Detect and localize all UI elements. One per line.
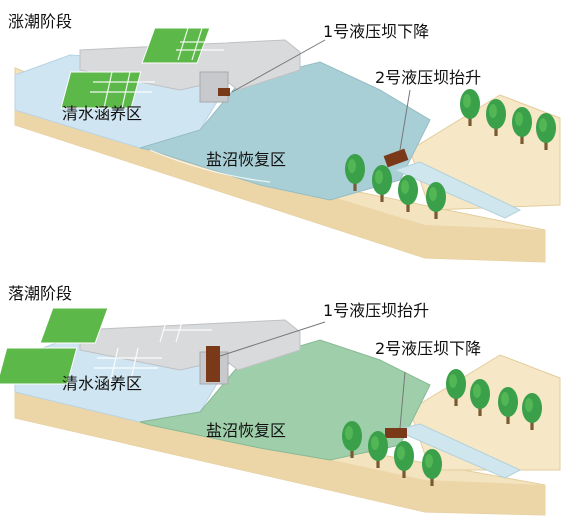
pool-label-ebb: 清水涵养区: [62, 374, 143, 393]
dam-2-leader: [399, 371, 406, 429]
stage-title-ebb: 落潮阶段: [8, 284, 73, 303]
pool-label-flood: 清水涵养区: [62, 104, 143, 123]
dike-gate-wall: [199, 71, 229, 103]
flood-tide-panel: [14, 27, 561, 263]
dam-2-label-ebb: 2号液压坝下降: [375, 339, 482, 358]
dam-2-icon: [385, 428, 407, 438]
crop-grid-left: [0, 347, 78, 385]
crop-grid-top-left: [39, 307, 109, 344]
marsh-label-flood: 盐沼恢复区: [206, 150, 287, 169]
dam-2-icon: [383, 148, 409, 168]
dam-1-leader: [231, 39, 326, 93]
dam-1-label-ebb: 1号液压坝抬升: [323, 301, 430, 320]
marsh-label-ebb: 盐沼恢复区: [206, 421, 287, 440]
dam-1-leader: [219, 321, 326, 357]
stage-title-flood: 涨潮阶段: [8, 12, 73, 31]
dam-1-label-flood: 1号液压坝下降: [323, 22, 430, 41]
crop-grid-top-left: [141, 27, 211, 64]
dam-2-leader: [399, 89, 411, 151]
dam-1-icon: [206, 346, 220, 382]
ebb-tide-panel: [0, 307, 561, 516]
dam-1-icon: [218, 88, 230, 96]
dam-2-label-flood: 2号液压坝抬升: [375, 68, 482, 87]
crop-grid-left: [60, 71, 142, 109]
channel: [393, 161, 522, 219]
channel: [393, 423, 522, 479]
